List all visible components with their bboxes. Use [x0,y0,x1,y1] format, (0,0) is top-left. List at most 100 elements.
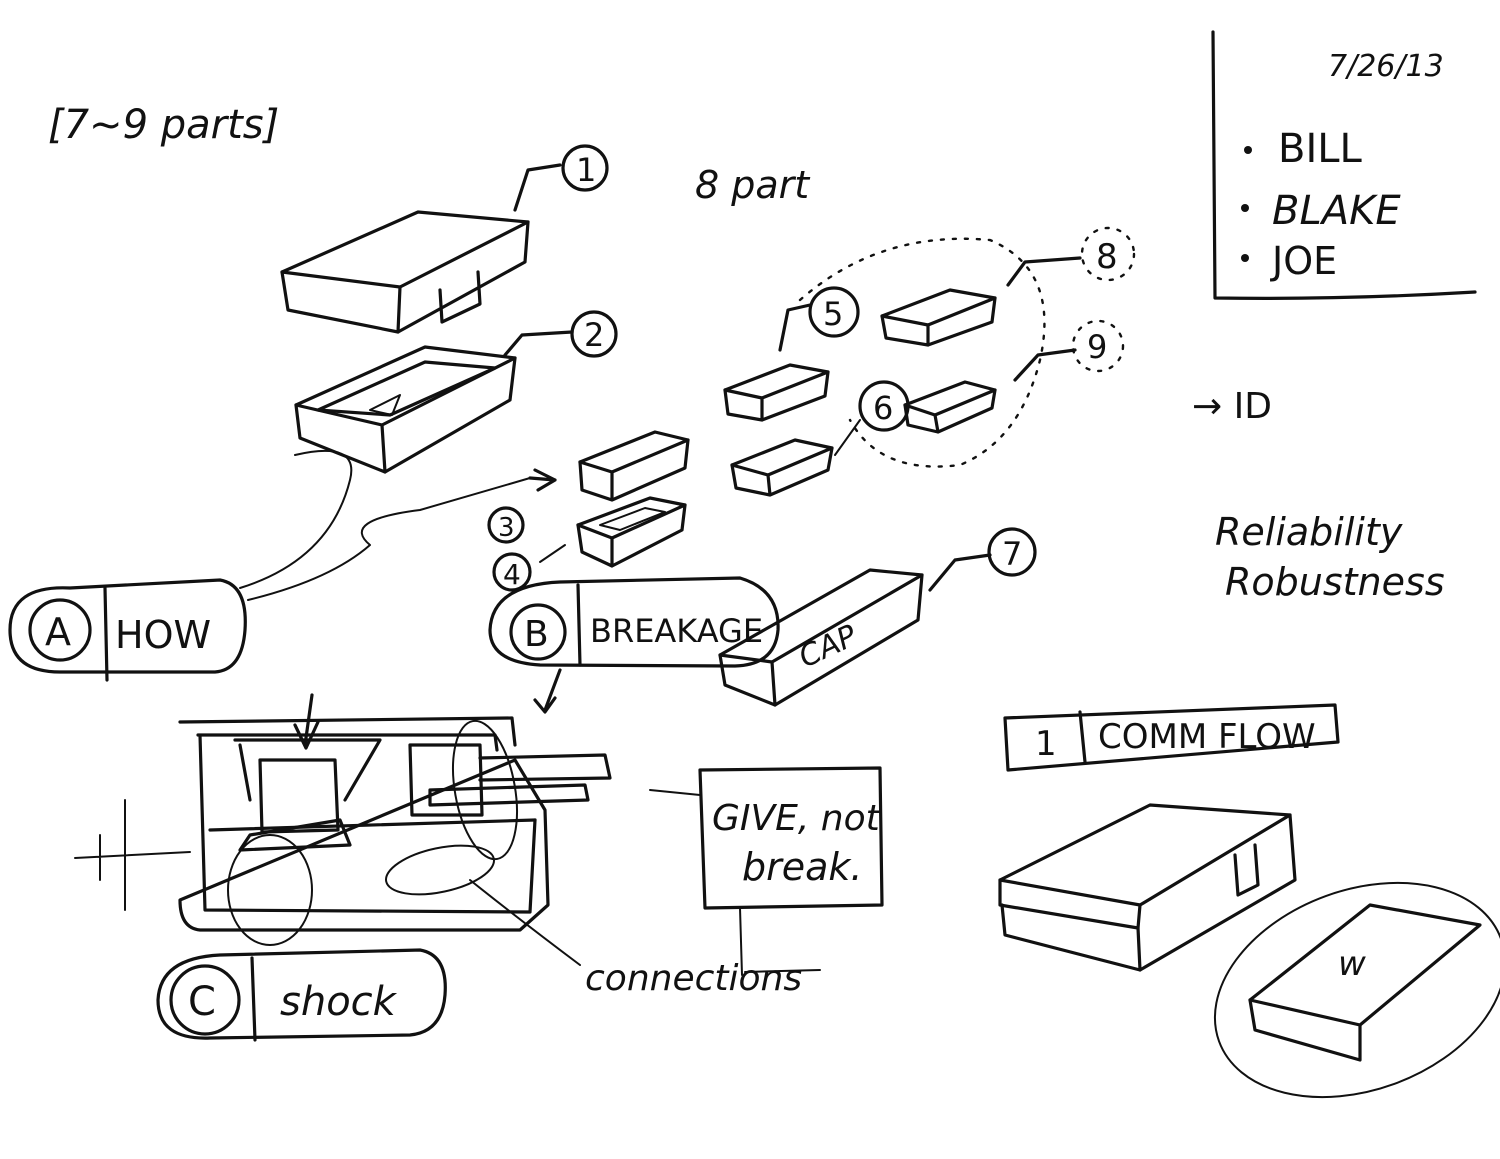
cap-label: CAP [794,618,864,675]
category-a-letter: A [45,610,71,654]
part-1-leader [513,163,562,212]
part-1-badge [561,144,609,192]
attendee-box-border [1211,30,1477,300]
give-box-line-2: break. [742,845,863,889]
part-1-top [280,210,530,289]
category-a-pill: A HOW [8,578,247,682]
category-a-divider [103,586,109,682]
parts-cluster: 5 6 8 9 [723,226,1136,497]
detail-circle-left [227,834,313,946]
part-5-right-body [880,296,997,347]
category-c-badge [169,964,241,1036]
part-2-number: 2 [584,316,604,354]
part-count-note: 8 part [695,163,811,207]
case-tray-top [1248,903,1482,1027]
comm-flow-box: 1 COMM FLOW [1003,703,1340,772]
part-3-body [578,438,690,502]
part-4-body [576,503,687,568]
section-shelf [208,818,537,832]
part-6-left-top [730,438,834,477]
case-detail-circle [1213,881,1500,1099]
part-2-rim [294,345,517,427]
category-b-letter: B [524,614,549,655]
part-6-badge [858,380,910,432]
part-5-right-top [880,288,997,327]
case-sketch: w [998,803,1500,1099]
part-8-leader [1006,256,1082,287]
part-2-inner [316,360,497,417]
part-7-side [773,573,924,707]
give-box-border [698,766,884,910]
part-3-number: 3 [498,513,515,543]
connections-leader [469,879,581,966]
section-funnel [233,738,382,802]
case-tray-front [1248,998,1362,1062]
give-not-break-box: GIVE, not break. [649,766,884,976]
cluster-boundary [798,237,1046,468]
part-4-badge [492,552,532,592]
cross-section [74,693,612,946]
id-note: → ID [1192,386,1272,427]
part-2-tray: 2 [294,310,618,474]
parts-3-4: 3 4 [487,430,690,592]
part-7-cap: CAP 7 [718,527,1037,707]
detail-ellipse [385,844,495,896]
part-2-badge [570,310,618,358]
category-b-badge [509,603,567,661]
attendee-3: JOE [1270,239,1337,283]
section-arrow-icon [293,693,320,750]
section-arm [478,753,612,782]
case-seam [998,878,1142,930]
part-3-arrow-icon [528,468,557,492]
give-box-stem [739,907,743,976]
part-5-badge [808,286,860,338]
part-4-top [576,496,687,540]
part-2-side [383,356,517,474]
part-6-number: 6 [873,389,893,427]
category-a-badge [28,598,92,662]
category-b-pill: B BREAKAGE [488,576,780,668]
part-9-badge [1071,319,1125,373]
part-7-leader [928,553,992,592]
part-7-badge [987,527,1037,577]
robustness-note: Robustness [1225,560,1445,604]
case-side [1138,813,1297,972]
give-box-line-1: GIVE, not [712,798,882,839]
parts-note: [7~9 parts] [48,102,279,148]
part-6-left-body [730,446,834,497]
category-c-label: shock [280,979,398,1025]
comm-flow-number: 1 [1035,724,1057,764]
bullet-icon [1241,254,1249,262]
category-c-outline [156,948,447,1040]
bullet-icon [1244,146,1252,154]
section-block-right [408,743,484,817]
part-7-end [718,653,777,707]
meeting-date: 7/26/13 [1328,49,1444,84]
section-block-left [258,758,340,834]
category-c-pill: C shock [156,948,447,1042]
link-a-to-part-3 [247,477,531,601]
category-c-letter: C [188,979,216,1025]
attendee-box: 7/26/13 BILL BLAKE JOE [1211,30,1477,300]
section-rail [428,783,590,807]
part-1-number: 1 [576,151,596,189]
attendee-1: BILL [1278,126,1363,172]
arrow-b-to-section-icon [533,668,562,714]
category-a-outline [8,578,247,674]
part-9-number: 9 [1087,328,1107,366]
part-4-leader [539,544,566,563]
section-outer [178,716,550,932]
give-box-leader [649,789,701,796]
category-b-divider [576,583,582,667]
bullet-icon [1241,204,1249,212]
case-latch [1233,843,1260,897]
section-hatch-left [238,818,352,852]
part-3-badge [487,506,525,544]
part-1-latch [438,270,482,324]
part-4-number: 4 [503,558,521,591]
comm-flow-border [1003,703,1340,772]
case-front [1000,903,1142,972]
detail-circle-right [452,719,518,861]
part-9-leader [1013,348,1077,382]
